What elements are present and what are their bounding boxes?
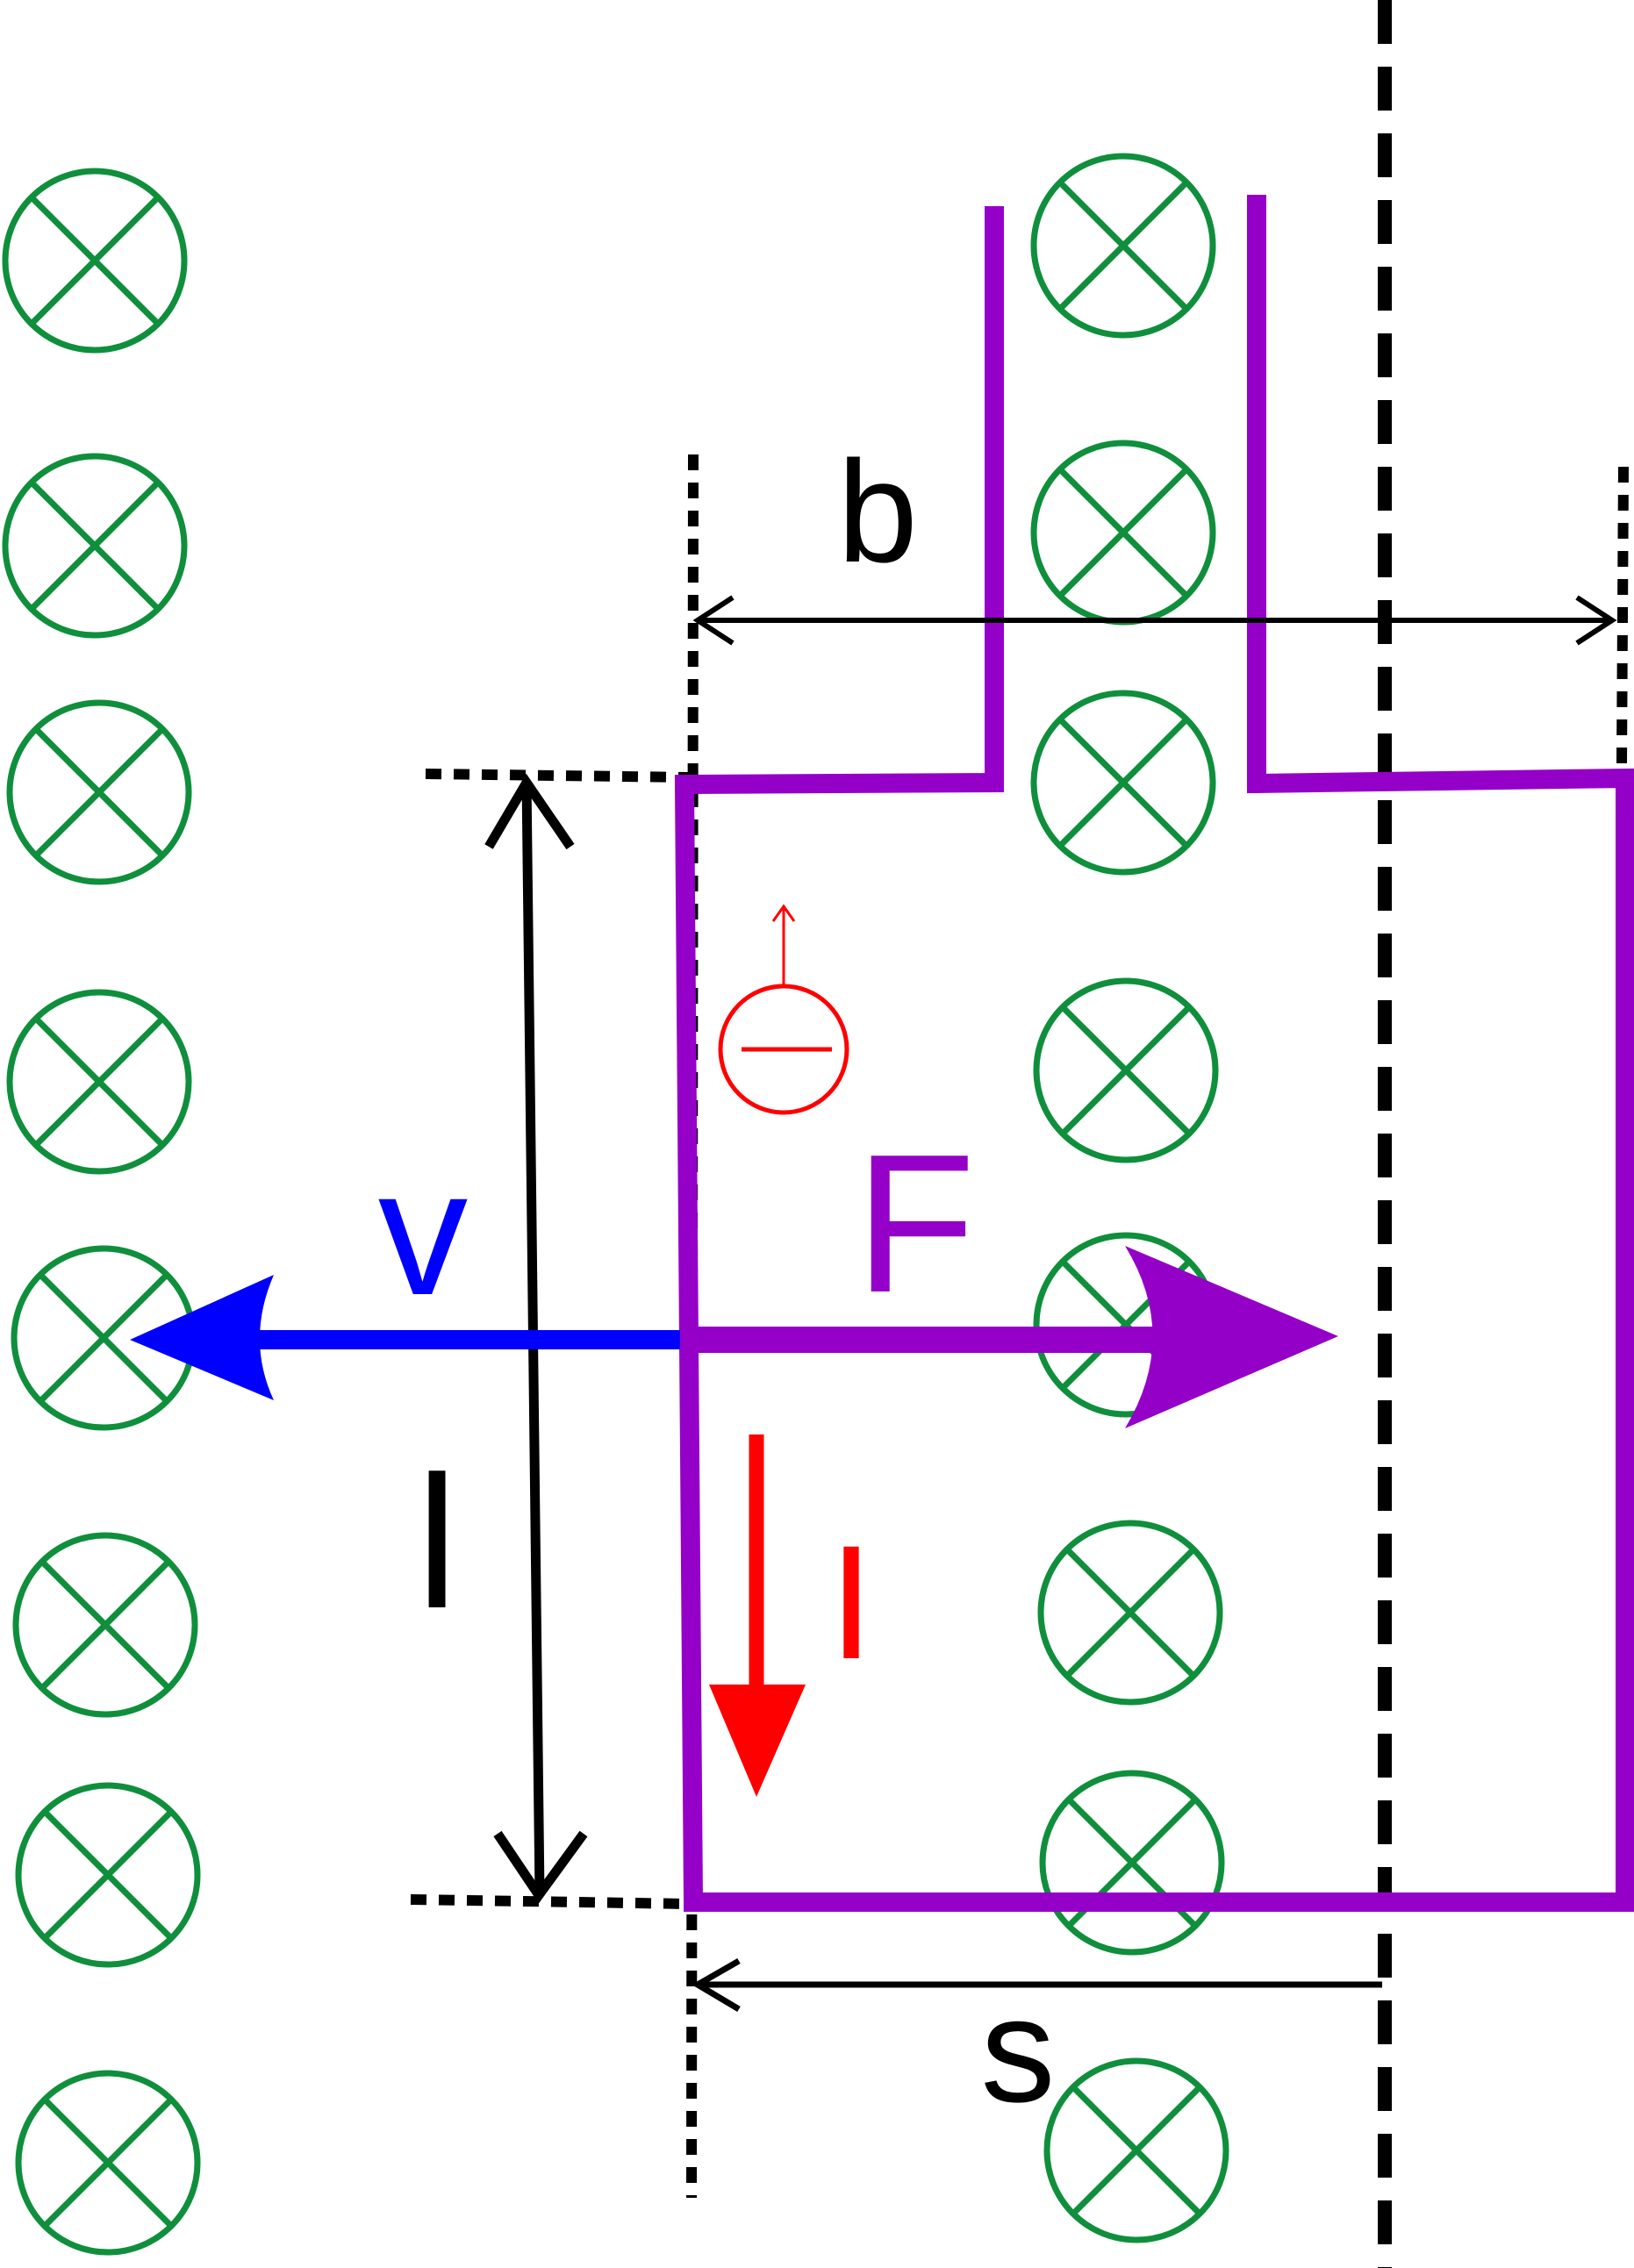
magnetic-field-column-middle: [1030, 153, 1229, 2243]
l-label: l: [416, 1436, 458, 1648]
I-label: I: [828, 1513, 873, 1693]
b-label: b: [837, 431, 918, 592]
magnetic-field-column-left: [2, 168, 201, 2256]
F-label: F: [855, 1113, 975, 1334]
into-page-cross-circle-icon: [6, 699, 192, 885]
top-reference-dotted-line: [425, 769, 690, 783]
right-boundary-dotted-line: [1616, 466, 1629, 764]
b-dimension-arrow: [692, 595, 1617, 646]
bottom-reference-dotted-line: [410, 1894, 690, 1909]
s-label: s: [981, 1967, 1056, 2134]
into-page-cross-circle-icon: [1043, 2057, 1229, 2243]
negative-charge-icon: [718, 904, 849, 1115]
into-page-cross-circle-icon: [1033, 977, 1219, 1163]
into-page-cross-circle-icon: [1037, 1520, 1223, 1706]
conducting-loop: [674, 195, 1634, 1912]
into-page-cross-circle-icon: [15, 2070, 201, 2256]
into-page-cross-circle-icon: [2, 168, 188, 354]
current-arrow: [709, 1434, 806, 1797]
into-page-cross-circle-icon: [2, 453, 188, 639]
into-page-cross-circle-icon: [1030, 153, 1216, 339]
into-page-cross-circle-icon: [1039, 1770, 1225, 1956]
s-dimension-arrow: [692, 1957, 1382, 2013]
velocity-arrow: [130, 1275, 680, 1400]
into-page-cross-circle-icon: [15, 1782, 201, 1968]
into-page-cross-circle-icon: [1030, 440, 1216, 626]
into-page-cross-circle-icon: [1030, 690, 1216, 876]
into-page-cross-circle-icon: [12, 1532, 198, 1718]
force-arrow: [689, 1246, 1338, 1428]
v-label: v: [378, 1132, 469, 1333]
into-page-cross-circle-icon: [6, 989, 192, 1175]
